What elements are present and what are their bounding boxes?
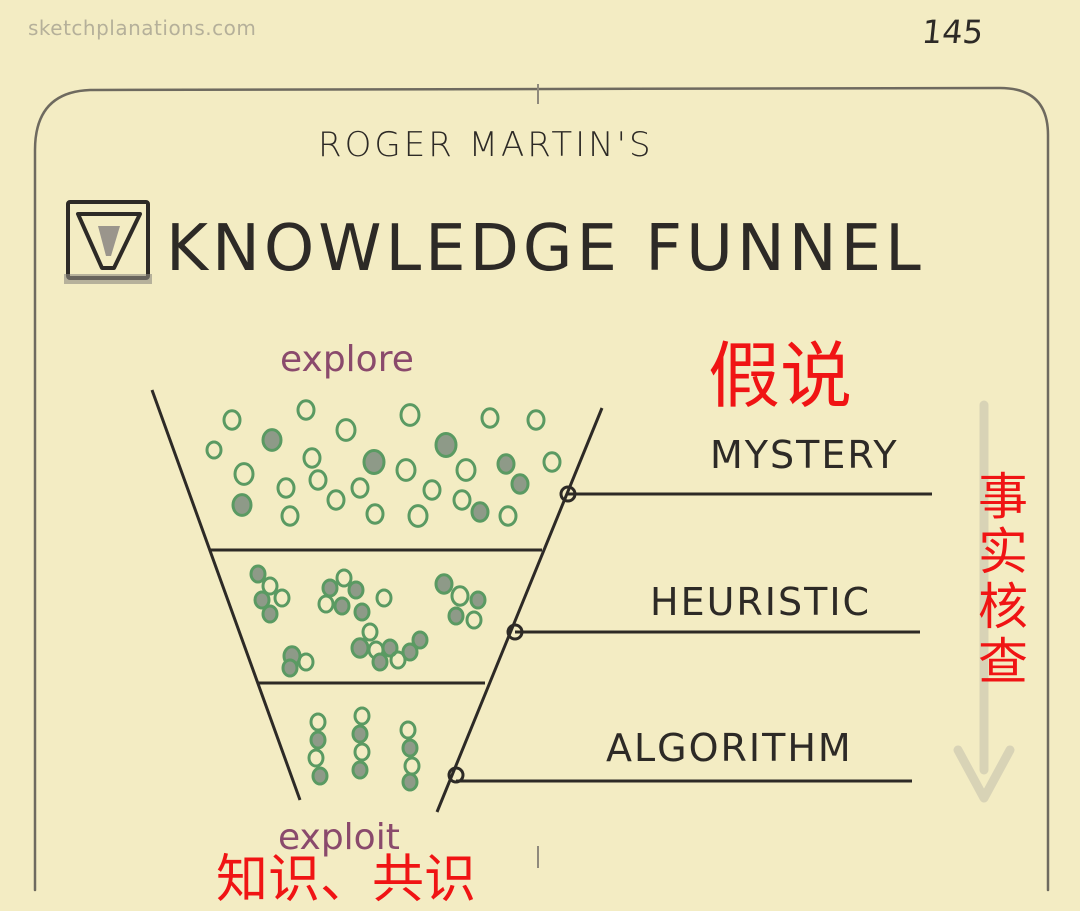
dot — [542, 451, 562, 473]
dot — [450, 585, 470, 607]
fact-check-annotation: 事实核查 — [978, 468, 1028, 691]
dot — [434, 432, 458, 458]
dot — [510, 473, 530, 495]
dot — [351, 724, 369, 744]
dot — [526, 409, 546, 431]
down-arrow-icon — [953, 400, 1015, 803]
dot — [401, 642, 419, 662]
dot — [281, 658, 299, 678]
dot — [469, 590, 487, 610]
dot — [496, 453, 516, 475]
dot — [317, 594, 335, 614]
dot — [302, 447, 322, 469]
dot — [205, 440, 223, 460]
dot — [333, 596, 351, 616]
dot — [399, 403, 421, 427]
dot — [399, 720, 417, 740]
dot — [233, 462, 255, 486]
algorithm-dots — [307, 706, 421, 792]
dot — [403, 756, 421, 776]
dot — [480, 407, 500, 429]
pointer-mystery — [559, 485, 932, 503]
dot — [452, 489, 472, 511]
exploit-label: exploit — [278, 817, 400, 858]
dot — [434, 573, 454, 595]
dot — [350, 477, 370, 499]
dot — [249, 564, 267, 584]
dot — [395, 458, 417, 482]
dot — [401, 738, 419, 758]
dot — [362, 449, 386, 475]
dot — [401, 772, 419, 792]
dot — [309, 712, 327, 732]
mystery-dots — [205, 399, 562, 528]
dot — [465, 610, 483, 630]
funnel-logo-icon — [64, 200, 152, 284]
dot — [296, 399, 316, 421]
hypothesis-annotation: 假说 — [708, 334, 853, 418]
level-algorithm-label: ALGORITHM — [606, 726, 853, 770]
dot — [470, 501, 490, 523]
dot — [307, 748, 325, 768]
dot — [335, 418, 357, 442]
dot — [309, 730, 327, 750]
dot — [361, 622, 379, 642]
dot — [455, 458, 477, 482]
pointer-algorithm — [447, 766, 912, 784]
dot — [353, 602, 371, 622]
dot — [261, 604, 279, 624]
dot — [371, 652, 389, 672]
dot — [411, 630, 429, 650]
dot — [353, 706, 371, 726]
subtitle: ROGER MARTIN'S — [318, 125, 654, 165]
dot — [407, 504, 429, 528]
dot — [253, 590, 271, 610]
dot — [389, 650, 407, 670]
heuristic-dots — [249, 564, 487, 678]
explore-label: explore — [280, 339, 414, 380]
dot — [365, 503, 385, 525]
dot — [308, 469, 328, 491]
dot — [261, 576, 279, 596]
dot — [447, 606, 465, 626]
level-heuristic-label: HEURISTIC — [650, 580, 872, 624]
dot — [297, 652, 315, 672]
dot — [347, 580, 365, 600]
dot — [375, 588, 393, 608]
dot — [321, 578, 339, 598]
pointer-heuristic — [506, 623, 920, 641]
page-title: KNOWLEDGE FUNNEL — [166, 212, 925, 286]
dot — [326, 489, 346, 511]
site-url: sketchplanations.com — [28, 16, 257, 40]
card-frame — [33, 86, 1050, 892]
dot — [350, 637, 370, 659]
dot — [498, 505, 518, 527]
dot — [222, 409, 242, 431]
dot — [422, 479, 442, 501]
dot — [273, 588, 291, 608]
page-number: 145 — [920, 13, 986, 51]
funnel-right-edge — [435, 407, 604, 813]
level-mystery-label: MYSTERY — [710, 433, 899, 477]
dot — [276, 477, 296, 499]
dot — [351, 760, 369, 780]
dot — [261, 428, 283, 452]
knowledge-consensus-annotation: 知识、共识 — [216, 850, 477, 910]
dot — [231, 493, 253, 517]
funnel-left-edge — [150, 389, 302, 801]
dot — [311, 766, 329, 786]
dot — [353, 742, 371, 762]
dot — [280, 505, 300, 527]
dot — [335, 568, 353, 588]
